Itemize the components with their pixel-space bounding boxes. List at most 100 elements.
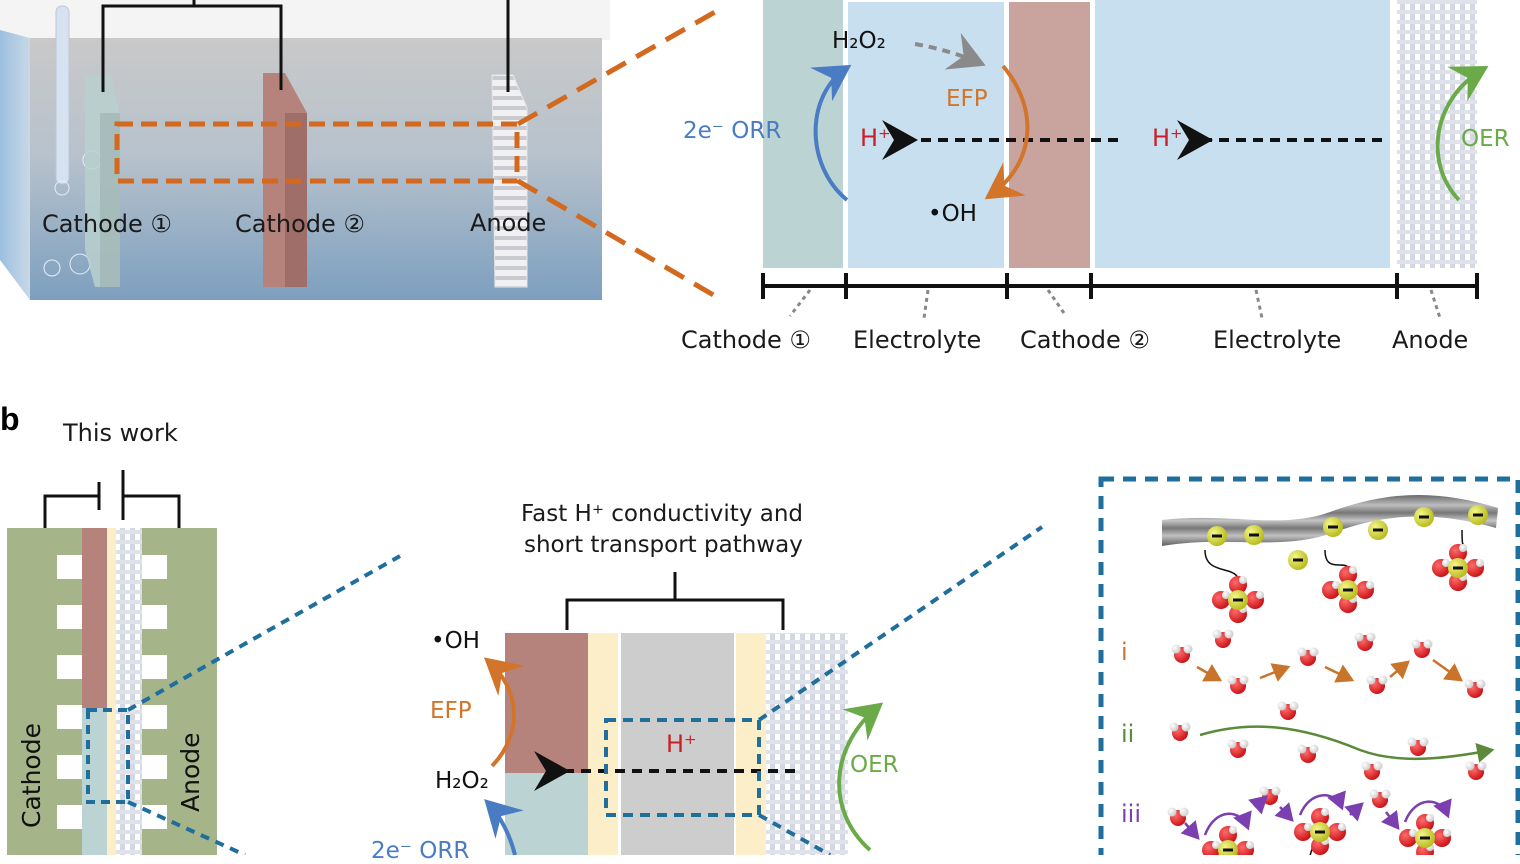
flow-channel (142, 705, 167, 729)
water-molecule (1277, 701, 1299, 720)
orr-arrow (810, 64, 852, 202)
device-label-cathode: Cathode (17, 723, 46, 828)
label-anode: Anode (470, 209, 547, 237)
water-molecule (1171, 644, 1193, 663)
flow-channel (142, 755, 167, 779)
flow-channel (57, 605, 82, 629)
anode-mesh-layer (116, 528, 142, 855)
layer-schematic-b (483, 525, 1044, 855)
proton-mechanism-panel (1098, 476, 1520, 855)
anode-block (766, 633, 848, 855)
reaction-oer: OER (1461, 126, 1510, 152)
minus-icon (1315, 830, 1325, 834)
panel-letter-b: b (0, 401, 20, 437)
hydrated-sulfonate-clusters (1202, 529, 1484, 855)
water-molecule (1366, 675, 1388, 694)
oer-arrow (1435, 65, 1489, 202)
cathode1-layer (82, 708, 107, 855)
water-molecule (1227, 739, 1249, 758)
species-h2o2: H₂O₂ (832, 28, 886, 54)
flow-channel (142, 605, 167, 629)
water-molecule (1297, 647, 1319, 666)
species-hydroxyl-radical-b: •OH (431, 628, 480, 654)
sulfonate-group (1288, 550, 1308, 570)
minus-icon (1233, 598, 1243, 602)
water-molecule (1369, 789, 1391, 808)
gas-tube (55, 5, 70, 185)
flow-channel (57, 555, 82, 579)
membrane (621, 633, 734, 855)
axis-label-electrolyte1: Electrolyte (853, 326, 982, 354)
grotthuss-arrows (1180, 790, 1452, 840)
panel-b-title: This work (63, 419, 178, 447)
zoom-line-bottom (516, 178, 724, 303)
minus-icon (1343, 588, 1353, 592)
reaction-efp: EFP (946, 86, 988, 112)
reaction-orr: 2e⁻ ORR (683, 118, 782, 144)
minus-icon (1212, 534, 1222, 538)
layer-cathode2 (1009, 2, 1090, 268)
label-leaders (788, 289, 1442, 319)
ionomer-layer (107, 528, 116, 855)
minus-icon (1419, 515, 1429, 519)
minus-icon (1373, 528, 1383, 532)
mechanism-label-ii: ii (1121, 720, 1135, 748)
reaction-oer-b: OER (850, 752, 899, 778)
mechanism-frame (1098, 476, 1520, 855)
water-molecule (1259, 786, 1281, 805)
mechanism-label-iii: iii (1121, 800, 1142, 828)
water-molecule (1354, 632, 1376, 651)
flow-channel (57, 805, 82, 829)
zoom-line-top (516, 5, 724, 127)
sulfonate-group (1414, 507, 1434, 527)
axis-label-anode: Anode (1392, 326, 1469, 354)
flow-channel (57, 755, 82, 779)
electrochemical-cell (0, 0, 724, 303)
sulfonate-group (1323, 517, 1343, 537)
water-molecule (1297, 744, 1319, 763)
reaction-efp-b: EFP (430, 698, 472, 724)
ionomer-right (736, 633, 766, 855)
vehicular-diffusion-arrow (1199, 725, 1495, 763)
axis-label-cathode1: Cathode ① (681, 326, 811, 354)
minus-icon (1453, 566, 1463, 570)
hydrated-cluster (1204, 549, 1264, 623)
zoom-box-device (86, 708, 130, 804)
flow-channel (142, 555, 167, 579)
sulfonate-group (1368, 520, 1388, 540)
species-proton-b: H⁺ (666, 730, 697, 758)
bracket (565, 598, 785, 630)
device-label-anode: Anode (176, 732, 205, 813)
vehicle-hopping-arrows (1196, 658, 1464, 683)
water-molecule (1407, 737, 1429, 756)
minus-icon (1473, 513, 1483, 517)
sulfonate-group (1468, 505, 1488, 525)
axis-label-cathode2: Cathode ② (1020, 326, 1150, 354)
species-hydroxyl-radical: •OH (928, 201, 977, 227)
minus-icon (1249, 533, 1259, 537)
minus-icon (1223, 848, 1233, 852)
cathode2-layer (82, 528, 107, 708)
mechanism-label-i: i (1121, 638, 1128, 666)
flow-channel (57, 655, 82, 679)
species-proton-right: H⁺ (1152, 124, 1183, 152)
device-stack (7, 470, 401, 855)
cathode2-block (505, 633, 588, 773)
flow-channels (57, 555, 167, 829)
sulfonate-group (1244, 525, 1264, 545)
efp-arrow-b (483, 657, 525, 768)
zoom-box-membrane (604, 718, 761, 817)
reaction-orr-b: 2e⁻ ORR (371, 838, 470, 864)
ionomer-left (588, 633, 618, 855)
layer-cathode1 (763, 0, 843, 268)
hydrated-cluster (1322, 549, 1374, 613)
hydrated-cluster (1294, 808, 1346, 855)
tank-side (0, 30, 30, 300)
flow-channel (57, 705, 82, 729)
hydrated-cluster (1399, 814, 1451, 855)
label-cathode2: Cathode ② (235, 210, 365, 238)
h2o2-transfer-arrow (914, 32, 986, 70)
species-h2o2-b: H₂O₂ (435, 768, 489, 794)
tank-top (0, 0, 610, 40)
caption-line1: Fast H⁺ conductivity and (521, 501, 804, 527)
